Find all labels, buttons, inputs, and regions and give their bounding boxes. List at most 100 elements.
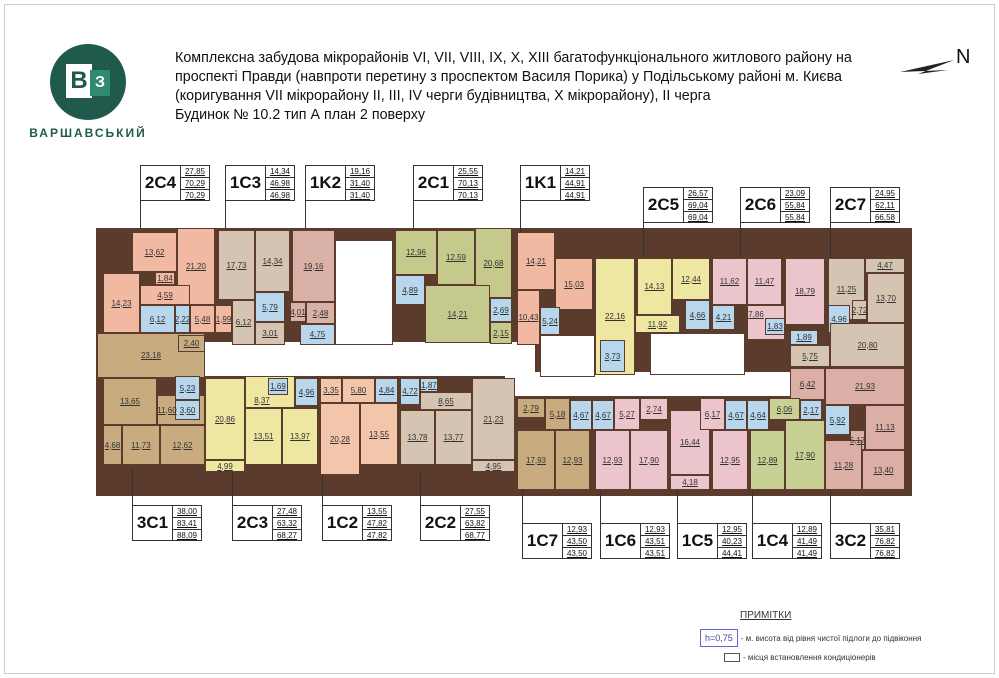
ac-place-legend — [724, 653, 740, 662]
room-area: 4,01 — [290, 307, 306, 317]
apartment-area: 62,11 — [871, 200, 899, 212]
apartment-area: 23,09 — [781, 188, 809, 200]
room-area: 2,48 — [312, 308, 329, 318]
apartment-area: 19,16 — [346, 166, 374, 178]
apartment-code: 1C2 — [326, 513, 359, 532]
room-area: 21,93 — [854, 382, 876, 391]
room-area: 2,22 — [174, 314, 191, 324]
bathroom: 4,21 — [712, 305, 735, 330]
apartment-area: 44,91 — [561, 178, 589, 190]
bathroom: 5,23 — [175, 376, 200, 400]
room-area: 12,93 — [602, 455, 623, 465]
room-area: 20,28 — [329, 434, 351, 444]
bathroom: 4,66 — [685, 300, 710, 330]
logo-letter: З — [90, 70, 110, 96]
room-area: 1,84 — [157, 274, 173, 283]
leader-line — [322, 475, 323, 505]
room-area: 5,17 — [849, 435, 866, 445]
room-area: 4,95 — [485, 461, 502, 471]
room-area: 5,23 — [179, 383, 196, 393]
room-area: 3,01 — [262, 329, 278, 338]
apartment-area: 55,84 — [781, 200, 809, 212]
bathroom: 3,60 — [175, 400, 200, 420]
room: 12,95 — [712, 430, 748, 490]
room-area: 4,67 — [728, 410, 744, 420]
sill-height-text: - м. висота від рівня чистої підлоги до … — [740, 633, 922, 643]
apartment-code: 2C5 — [647, 195, 680, 214]
room-area: 3,60 — [179, 405, 196, 415]
apartment-code: 1C5 — [681, 531, 714, 550]
bathroom: 5,79 — [255, 292, 285, 322]
room: 3,01 — [255, 322, 285, 345]
room-area: 2,72 — [851, 305, 868, 315]
apartment-code: 2C2 — [424, 513, 457, 532]
apartment-area: 25,55 — [454, 166, 482, 178]
room: 14,23 — [103, 273, 140, 333]
room-area: 13,77 — [443, 433, 464, 442]
room-area: 11,47 — [754, 277, 775, 286]
apartment-area: 24,95 — [871, 188, 899, 200]
ac-place-text: - місця встановлення кондиціонерів — [743, 653, 876, 662]
room: 4,18 — [670, 475, 710, 490]
apartment-area: 83,41 — [173, 518, 201, 530]
apartment-area: 38,00 — [173, 506, 201, 518]
room-area: 13,62 — [144, 247, 165, 257]
apartment-area: 70,29 — [184, 191, 206, 200]
bathroom: 3,73 — [600, 340, 625, 372]
title-line: (коригування VII мікрорайону ІІ, ІІІ, IV… — [175, 88, 711, 104]
bathroom: 4,84 — [375, 378, 398, 403]
leader-line — [643, 223, 644, 258]
bathroom: 2,69 — [490, 298, 512, 322]
bathroom: 2,22 — [175, 305, 190, 333]
apartment-code: 2C1 — [417, 173, 450, 192]
apartment-area: 31,40 — [349, 191, 371, 200]
room: 12,62 — [160, 425, 205, 465]
room: 6,12 — [232, 300, 255, 345]
room-area: 17,73 — [226, 260, 247, 270]
apartment-area: 27,85 — [181, 166, 209, 178]
notes: ПРИМІТКИ h=0,75 - м. висота від рівня чи… — [700, 610, 990, 662]
apartment-area: 12,93 — [563, 524, 591, 536]
room-area: 22,16 — [604, 312, 626, 321]
room: 4,01 — [290, 302, 306, 322]
leader-line — [420, 470, 421, 505]
apartment-code: 3C1 — [136, 513, 169, 532]
room: 17,73 — [218, 230, 255, 300]
room-area: 17,93 — [525, 455, 547, 465]
room-area: 3,73 — [604, 351, 621, 361]
apartment-area: 76,82 — [874, 549, 896, 558]
leader-line — [830, 223, 831, 258]
apartment-area: 14,21 — [561, 166, 589, 178]
bathroom: 2,17 — [800, 400, 822, 420]
room-area: 2,79 — [523, 403, 539, 413]
apartment-area: 12,89 — [793, 524, 821, 536]
room-area: 4,96 — [831, 314, 847, 324]
room-area: 14,34 — [262, 256, 283, 266]
room-area: 2,15 — [493, 328, 509, 338]
leader-line — [740, 223, 741, 258]
apartment-area: 43,51 — [641, 536, 669, 548]
room-area: 2,40 — [183, 339, 200, 348]
apartment-code: 2C6 — [744, 195, 777, 214]
apartment-area: 44,41 — [721, 549, 743, 558]
room: 2,72 — [852, 300, 867, 320]
room-area: 14,21 — [525, 256, 547, 266]
room-area: 5,92 — [829, 415, 846, 425]
room: 17,90 — [630, 430, 668, 490]
room-area: 5,27 — [619, 409, 635, 419]
room-area: 4,66 — [689, 310, 706, 320]
apartment-area: 47,82 — [366, 531, 388, 540]
room-area: 8,37 — [254, 395, 270, 405]
room-area: 8,65 — [438, 396, 454, 406]
room: 1,84 — [155, 272, 175, 285]
room-area: 17,90 — [794, 450, 816, 460]
